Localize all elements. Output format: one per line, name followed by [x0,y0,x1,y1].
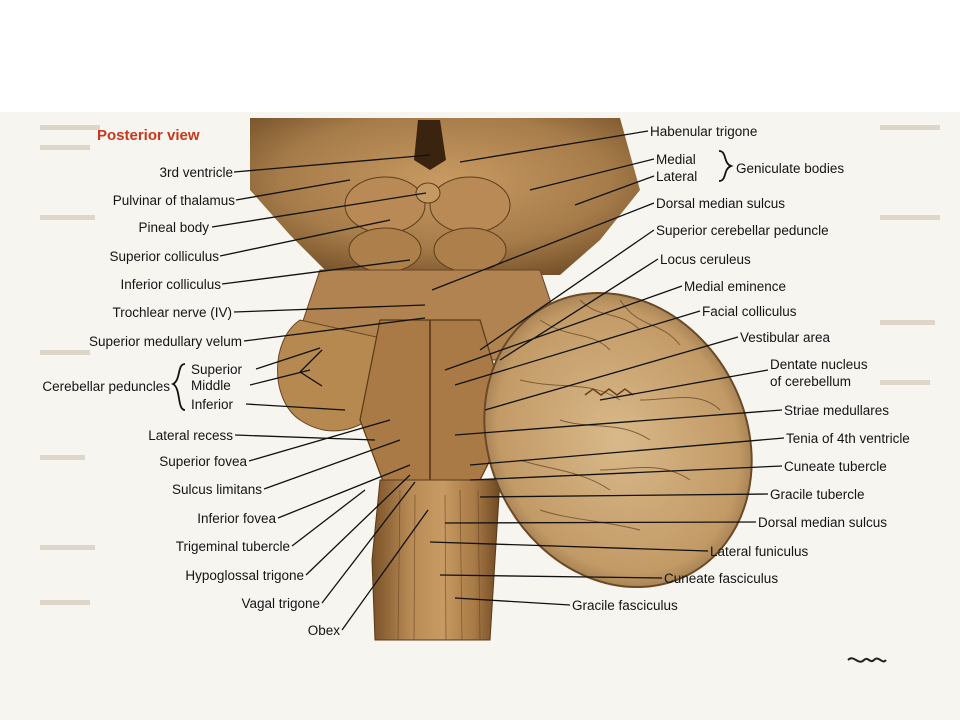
label-locus-ceruleus: Locus ceruleus [660,252,751,267]
dentate-nucleus-shape [584,388,634,396]
right-labels: Habenular trigone Medial Lateral Genicul… [572,124,910,613]
label-superior-colliculus: Superior colliculus [109,249,219,264]
faded-background-text [40,125,940,605]
label-cuneate-fasciculus: Cuneate fasciculus [664,571,778,586]
label-peduncle-inferior: Inferior [191,397,234,412]
peduncle-brace [170,363,186,411]
label-obex: Obex [308,623,341,638]
label-3rd-ventricle: 3rd ventricle [159,165,233,180]
label-gracile-fasciculus: Gracile fasciculus [572,598,678,613]
label-superior-medullary-velum: Superior medullary velum [89,334,242,349]
label-tenia-4th-ventricle: Tenia of 4th ventricle [786,431,910,446]
label-cuneate-tubercle: Cuneate tubercle [784,459,887,474]
label-gracile-tubercle: Gracile tubercle [770,487,865,502]
label-peduncle-middle: Middle [191,378,231,393]
label-inferior-colliculus: Inferior colliculus [120,277,221,292]
label-facial-colliculus: Facial colliculus [702,304,797,319]
label-trigeminal-tubercle: Trigeminal tubercle [176,539,290,554]
label-geniculate-bodies: Geniculate bodies [736,161,844,176]
label-lateral: Lateral [656,169,697,184]
pineal-body-shape [415,182,441,204]
label-superior-fovea: Superior fovea [159,454,247,469]
geniculate-brace [718,150,734,182]
label-lateral-recess: Lateral recess [148,428,233,443]
handwritten-mark [847,657,887,663]
left-labels: 3rd ventricle Pulvinar of thalamus Pinea… [42,165,340,638]
left-superior-colliculus [344,176,426,234]
label-striae-medullares: Striae medullares [784,403,889,418]
label-cerebellar-peduncles: Cerebellar peduncles [42,379,170,394]
label-pulvinar: Pulvinar of thalamus [113,193,236,208]
view-title: Posterior view [97,127,200,144]
label-superior-cerebellar-peduncle: Superior cerebellar peduncle [656,223,829,238]
label-pineal-body: Pineal body [138,220,209,235]
left-inferior-colliculus [348,227,422,273]
label-dentate-nucleus-line2: of cerebellum [770,374,851,389]
label-habenular-trigone: Habenular trigone [650,124,757,139]
label-medial-eminence: Medial eminence [684,279,786,294]
third-ventricle-slot [414,120,446,170]
braces [170,150,734,411]
label-vestibular-area: Vestibular area [740,330,831,345]
anatomy-illustration [250,118,753,641]
label-inferior-fovea: Inferior fovea [197,511,276,526]
label-peduncle-superior: Superior [191,362,243,377]
medulla-stem [371,479,501,641]
label-dorsal-median-sulcus-top: Dorsal median sulcus [656,196,785,211]
label-sulcus-limitans: Sulcus limitans [172,482,262,497]
leader-lines [211,130,785,631]
label-hypoglossal-trigone: Hypoglossal trigone [185,568,304,583]
label-trochlear-nerve: Trochlear nerve (IV) [112,305,232,320]
label-dentate-nucleus-line1: Dentate nucleus [770,357,868,372]
right-superior-colliculus [429,176,511,234]
label-dorsal-median-sulcus-bottom: Dorsal median sulcus [758,515,887,530]
label-medial: Medial [656,152,696,167]
label-vagal-trigone: Vagal trigone [241,596,320,611]
label-lateral-funiculus: Lateral funiculus [710,544,809,559]
